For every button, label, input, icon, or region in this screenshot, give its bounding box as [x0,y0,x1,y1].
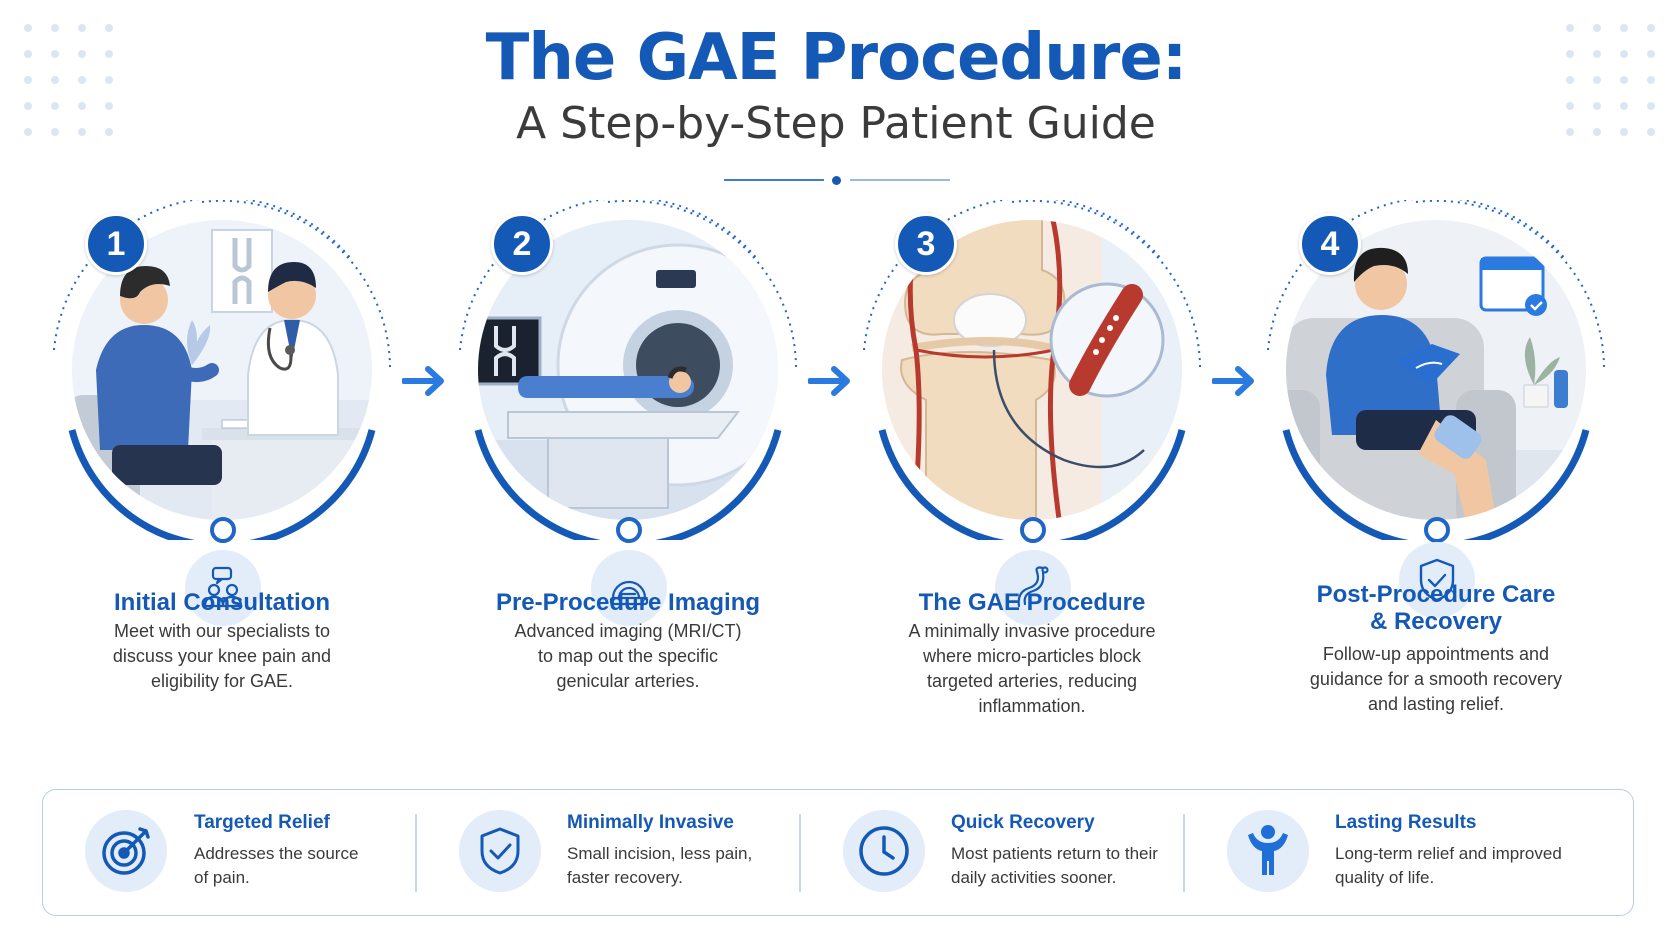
page-title: The GAE Procedure: [485,21,1188,95]
divider [1183,814,1185,892]
decorative-dots-right [1566,24,1655,136]
step-number-badge: 3 [895,213,957,275]
benefit-title: Minimally Invasive [567,812,734,833]
step-title: Initial Consultation [114,589,330,616]
step-number-badge: 4 [1299,213,1361,275]
benefit-title: Targeted Relief [194,812,330,833]
shield-check-icon [459,810,541,892]
step-1: 1 Initial Consultation Meet with our spe… [52,200,392,760]
timeline-node [210,517,236,543]
step-description: A minimally invasive procedure where mic… [908,621,1156,716]
decorative-dots-left [24,24,113,136]
step-title: Pre-Procedure Imaging [495,589,761,616]
benefit-targeted-relief: Targeted Relief Addresses the source of … [43,790,415,917]
step-description: Meet with our specialists to discuss you… [112,621,332,691]
arrow-right-icon [401,364,448,403]
benefit-description: Small incision, less pain, faster recove… [567,844,753,887]
scanner-icon [591,550,667,626]
step-2: 2 Pre-Procedure Imaging Advanced imaging… [458,200,798,760]
benefit-lasting-results: Lasting Results Long-term relief and imp… [1185,790,1633,917]
step-3: 3 The GAE Procedure A minimally invasive… [862,200,1202,760]
step-4: 4 Post-Procedure Care & Recovery Follow-… [1266,200,1606,760]
step-description: Follow-up appointments and guidance for … [1309,644,1563,714]
step-title: The GAE Procedure [918,589,1146,616]
target-icon [85,810,167,892]
arrow-right-icon [1211,364,1258,403]
page-header: The GAE Procedure: A Step-by-Step Patien… [0,18,1672,152]
benefit-minimally-invasive: Minimally Invasive Small incision, less … [417,790,797,917]
step-3-illustration: 3 [862,200,1202,543]
divider [415,814,417,892]
clock-icon [843,810,925,892]
benefit-title: Quick Recovery [951,812,1095,833]
benefits-panel: Targeted Relief Addresses the source of … [42,789,1634,916]
step-1-illustration: 1 [52,200,392,543]
step-title: Post-Procedure Care & Recovery [1316,581,1556,635]
person-raised-arms-icon [1227,810,1309,892]
step-number-badge: 1 [85,213,147,275]
step-number-badge: 2 [491,213,553,275]
benefit-title: Lasting Results [1335,812,1477,833]
title-divider [724,176,950,185]
shield-check-icon [1399,542,1475,618]
step-description: Advanced imaging (MRI/CT) to map out the… [514,621,742,691]
people-chat-icon [185,550,261,626]
timeline-node [1424,517,1450,543]
timeline-node [1020,517,1046,543]
timeline-node [616,517,642,543]
divider [799,814,801,892]
arrow-right-icon [807,364,854,403]
benefit-description: Addresses the source of pain. [194,844,359,887]
benefit-description: Most patients return to their daily acti… [951,844,1158,887]
page-subtitle: A Step-by-Step Patient Guide [516,98,1156,149]
benefit-quick-recovery: Quick Recovery Most patients return to t… [801,790,1181,917]
step-2-illustration: 2 [458,200,798,543]
benefit-description: Long-term relief and improved quality of… [1335,844,1562,887]
step-4-illustration: 4 [1266,200,1606,543]
catheter-icon [995,550,1071,626]
